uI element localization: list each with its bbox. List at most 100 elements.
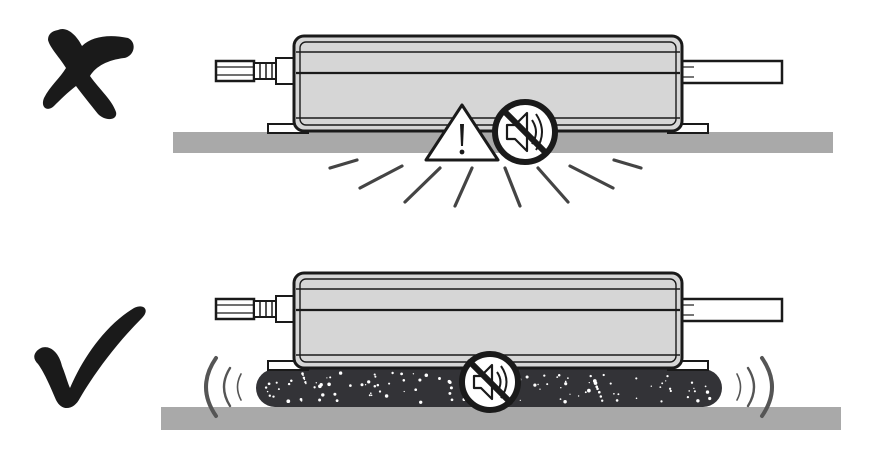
pad-speckle (688, 390, 690, 392)
check-mark-icon (34, 306, 146, 409)
pad-speckle (584, 391, 587, 394)
pad-speckle (593, 381, 598, 385)
pad-speckle (327, 382, 331, 387)
pad-speckle (290, 379, 293, 382)
pad-speckle (690, 381, 694, 384)
pad-speckle (668, 387, 672, 390)
pad-speckle (564, 382, 568, 386)
pad-speckle (669, 389, 672, 393)
pad-speckle (650, 385, 653, 387)
pad-speckle (272, 395, 275, 398)
pad-speckle (326, 377, 328, 379)
panel-correct (34, 271, 841, 430)
pad-speckle (313, 386, 316, 389)
pad-speckle (661, 382, 664, 385)
pad-speckle (635, 397, 638, 400)
pad-speckle (613, 392, 615, 395)
pad-speckle (315, 382, 318, 384)
pad-speckle (539, 388, 541, 390)
pad-speckle (569, 393, 571, 395)
pad-speckle (333, 392, 337, 396)
pad-speckle (287, 382, 291, 386)
pad-speckle (449, 386, 453, 390)
pad-speckle (563, 400, 567, 404)
speaker-muted-icon (492, 99, 558, 165)
pad-speckle (693, 390, 696, 393)
pad-speckle (378, 390, 382, 393)
pad-speckle (335, 399, 339, 403)
pad-speckle (533, 383, 537, 387)
pad-speckle (391, 371, 394, 375)
panel-incorrect (42, 28, 833, 208)
pad-speckle (305, 382, 307, 385)
pad-speckle (384, 394, 389, 398)
pad-speckle (303, 378, 306, 381)
acoustic-waves-right (736, 356, 774, 418)
mounting-surface (161, 407, 841, 430)
pad-speckle (338, 371, 343, 375)
pad-speckle (364, 384, 367, 386)
pad-speckle (414, 388, 418, 392)
pad-speckle (319, 383, 323, 387)
pad-speckle (369, 392, 372, 395)
pad-speckle (388, 382, 391, 385)
pad-speckle (599, 395, 603, 398)
pad-speckle (367, 380, 371, 384)
pad-speckle (318, 398, 322, 402)
pad-speckle (302, 376, 306, 380)
cross-mark-icon (42, 28, 134, 120)
pad-speckle (374, 375, 377, 378)
pad-speckle (597, 390, 601, 394)
pad-speckle (370, 394, 373, 397)
pad-speckle (275, 381, 278, 384)
pad-speckle (373, 385, 377, 388)
pad-speckle (418, 378, 422, 382)
pad-speckle (302, 374, 304, 376)
pad-speckle (438, 377, 441, 380)
pad-speckle (659, 386, 662, 389)
pad-speckle (577, 395, 580, 397)
pad-speckle (602, 373, 605, 377)
pad-speckle (321, 393, 325, 397)
pad-speckle (448, 380, 452, 385)
pad-speckle (424, 373, 429, 378)
pad-speckle (525, 375, 529, 379)
pad-speckle (686, 395, 690, 399)
pad-speckle (559, 398, 562, 400)
pad-speckle (704, 385, 707, 388)
pad-speckle (560, 386, 562, 389)
pad-speckle (519, 399, 521, 402)
pad-speckle (373, 373, 376, 376)
pad-speckle (615, 399, 619, 402)
pad-speckle (450, 398, 454, 402)
pad-speckle (587, 388, 591, 393)
pad-speckle (556, 376, 559, 378)
pad-speckle (448, 391, 452, 395)
pad-speckle (589, 374, 592, 378)
pad-speckle (264, 386, 268, 389)
pad-speckle (403, 390, 405, 393)
pad-speckle (266, 390, 269, 393)
pad-speckle (546, 383, 549, 386)
pad-speckle (329, 376, 332, 379)
warning-triangle-icon (424, 103, 500, 162)
pad-speckle (400, 372, 403, 376)
speaker-muted-icon (459, 351, 521, 413)
acoustic-waves-left (204, 356, 242, 418)
pad-speckle (277, 388, 280, 391)
pad-speckle (708, 396, 712, 401)
right-connector (680, 297, 784, 323)
pad-speckle (349, 384, 352, 387)
pad-speckle (707, 392, 709, 394)
pad-speckle (402, 379, 406, 382)
pad-speckle (635, 377, 638, 380)
pad-speckle (595, 385, 599, 389)
pad-speckle (301, 372, 304, 375)
pad-speckle (666, 374, 669, 378)
pad-speckle (596, 387, 599, 391)
left-connector (214, 295, 297, 323)
pad-speckle (537, 383, 539, 386)
right-connector (680, 59, 784, 85)
pad-speckle (376, 383, 380, 387)
